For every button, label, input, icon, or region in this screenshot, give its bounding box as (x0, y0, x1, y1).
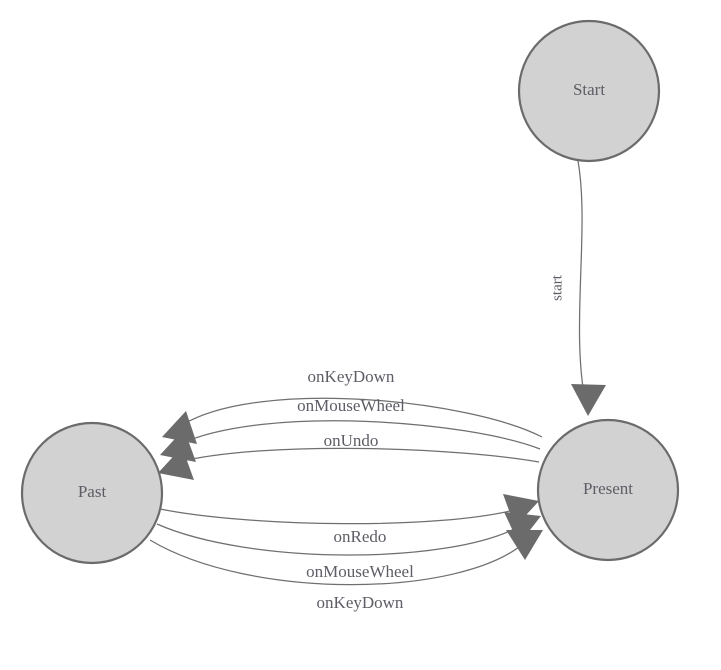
node-present-label: Present (583, 479, 633, 498)
edge-present-past-onkeydown-label: onKeyDown (308, 367, 395, 386)
edge-past-present-onmousewheel-line (156, 523, 521, 556)
edge-present-past-onmousewheel-label: onMouseWheel (297, 396, 405, 415)
edge-past-present-onkeydown[interactable] (149, 530, 543, 586)
edge-past-present-onredo[interactable] (159, 494, 539, 527)
edge-present-past-onmousewheel-line (179, 420, 541, 450)
edge-present-past-onkeydown-arrowhead-icon (162, 411, 197, 444)
edge-present-past-onkeydown[interactable] (162, 397, 543, 444)
node-present[interactable]: Present (536, 418, 680, 562)
edge-start-present-label: start (549, 274, 565, 301)
edge-present-past-onundo-line (177, 447, 540, 463)
edges-layer (149, 160, 606, 586)
edge-past-present-onmousewheel-label: onMouseWheel (306, 562, 414, 581)
node-present-circle[interactable] (536, 418, 680, 562)
edge-past-present-onmousewheel[interactable] (156, 512, 541, 556)
edge-labels-layer: start onKeyDown onMouseWheel onUndo onRedo on… (297, 274, 565, 612)
edge-present-past-onundo-arrowhead-icon (158, 447, 194, 480)
node-past-circle[interactable] (20, 421, 164, 565)
edge-present-past-onmousewheel[interactable] (160, 420, 541, 462)
edge-start-present-line (577, 160, 587, 406)
node-start[interactable]: Start (517, 19, 661, 163)
edge-present-past-onundo-label: onUndo (324, 431, 379, 450)
edge-start-present[interactable] (571, 160, 606, 416)
edge-past-present-onmousewheel-arrowhead-icon (504, 512, 541, 544)
edge-present-past-onmousewheel-arrowhead-icon (160, 429, 196, 462)
edge-past-present-onredo-label: onRedo (334, 527, 387, 546)
edge-past-present-onredo-line (159, 508, 519, 525)
edge-past-present-onkeydown-arrowhead-icon (506, 530, 543, 560)
edge-start-present-arrowhead-icon (571, 384, 606, 416)
edge-present-past-onundo[interactable] (158, 447, 540, 480)
node-past[interactable]: Past (20, 421, 164, 565)
edge-past-present-onkeydown-label: onKeyDown (317, 593, 404, 612)
node-start-label: Start (573, 80, 605, 99)
node-past-label: Past (78, 482, 107, 501)
edge-past-present-onkeydown-line (149, 539, 525, 586)
edge-present-past-onkeydown-line (181, 397, 543, 438)
node-start-circle[interactable] (517, 19, 661, 163)
